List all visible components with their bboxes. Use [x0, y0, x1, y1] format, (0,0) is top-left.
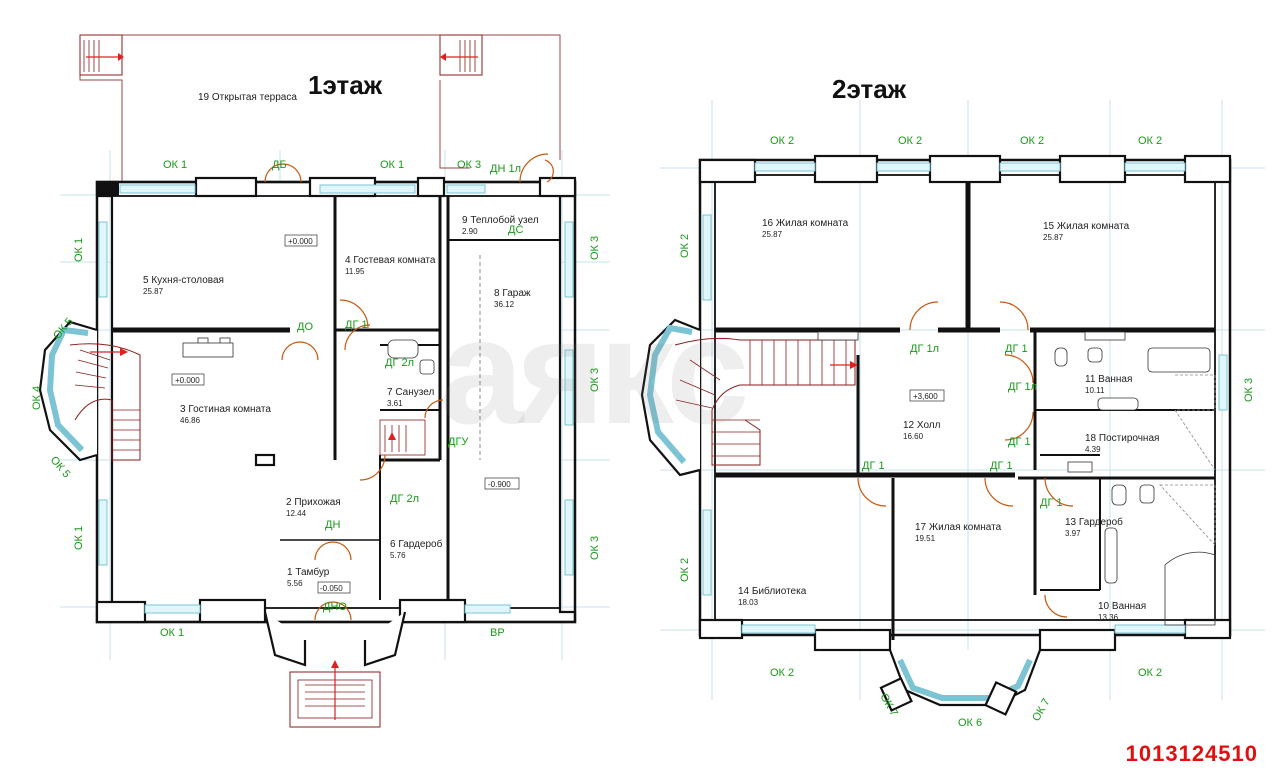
opening-label: ОК 3: [589, 236, 601, 260]
opening-label: ДГ 1л: [1008, 381, 1037, 393]
room-area: 4.39: [1085, 445, 1101, 454]
opening-label: ОК 3: [457, 159, 481, 171]
opening-label: ДН: [325, 519, 340, 531]
opening-label: ОК 2: [1138, 667, 1162, 679]
room-label: 2 Прихожая: [286, 497, 341, 508]
opening-label: ОК 1: [380, 159, 404, 171]
opening-label: ДГ 1: [1008, 436, 1031, 448]
opening-label: ОК 3: [1243, 378, 1255, 402]
room-label: 18 Постирочная: [1085, 433, 1159, 444]
level-mark: +0.000: [288, 237, 313, 246]
floor2-title: 2этаж: [832, 74, 907, 104]
level-mark: +0.000: [175, 376, 200, 385]
floor1-stair: [69, 343, 141, 461]
opening-label: ОК 1: [73, 238, 85, 262]
room-label: 3 Гостиная комната: [180, 404, 271, 415]
floor1-room-labels: 19 Открытая терраса 5 Кухня-столовая 25.…: [143, 92, 539, 588]
level-mark: -0.050: [320, 584, 343, 593]
opening-label: ОК 6: [958, 717, 982, 729]
opening-label: ДГ 1: [990, 460, 1013, 472]
opening-label: ДС: [508, 224, 523, 236]
opening-label: ОК 2: [770, 667, 794, 679]
floor1-title: 1этаж: [308, 70, 383, 100]
room-label: 6 Гардероб: [390, 538, 443, 550]
opening-label: ДН 1л: [490, 163, 521, 175]
level-mark: +3,600: [913, 392, 938, 401]
opening-label: ОК 5: [48, 454, 73, 480]
floor2-room-labels: 16 Жилая комната 25.87 15 Жилая комната …: [738, 218, 1159, 622]
room-area: 36.12: [494, 300, 515, 309]
opening-label: ДНО: [323, 601, 347, 613]
opening-label: ДГ 1: [345, 319, 368, 331]
opening-label: ОК 4: [31, 386, 43, 410]
opening-label: ДГ 1: [1040, 497, 1063, 509]
room-area: 18.03: [738, 598, 759, 607]
room-area: 19.51: [915, 534, 936, 543]
level-mark: -0.900: [488, 480, 511, 489]
room-label: 17 Жилая комната: [915, 522, 1002, 533]
opening-label: ОК 1: [73, 526, 85, 550]
opening-label: ОК 2: [1138, 135, 1162, 147]
room-area: 16.60: [903, 432, 924, 441]
room-label: 5 Кухня-столовая: [143, 275, 224, 286]
room-label: 11 Ванная: [1085, 374, 1132, 385]
opening-label: ДГ 1: [1005, 343, 1028, 355]
floor1-level-marks: +0.000 +0.000 -0.050 -0.900: [171, 234, 520, 594]
opening-label: ОК 2: [770, 135, 794, 147]
room-area: 25.87: [143, 287, 164, 296]
terrace-stair-left: [79, 34, 124, 76]
room-label: 8 Гараж: [494, 288, 531, 299]
opening-label: ДО: [297, 321, 313, 333]
floor1-plan: [38, 34, 577, 728]
room-label: 19 Открытая терраса: [198, 92, 297, 103]
opening-label: ОК 3: [589, 536, 601, 560]
watermark: аякс: [440, 287, 749, 455]
room-area: 5.76: [390, 551, 406, 560]
room-area: 5.56: [287, 579, 303, 588]
opening-label: ДГУ: [448, 436, 469, 448]
opening-label: ДГ 1л: [910, 343, 939, 355]
room-label: 13 Гардероб: [1065, 516, 1123, 528]
room-label: 9 Теплобой узел: [462, 214, 539, 226]
room-area: 25.87: [1043, 233, 1064, 242]
room-label: 4 Гостевая комната: [345, 255, 436, 266]
room-label: 12 Холл: [903, 420, 941, 431]
opening-label: ОК 2: [679, 558, 691, 582]
room-area: 25.87: [762, 230, 783, 239]
room-label: 16 Жилая комната: [762, 218, 849, 229]
opening-label: ОК 2: [679, 234, 691, 258]
room-label: 10 Ванная: [1098, 601, 1146, 612]
opening-label: ОК 3: [589, 368, 601, 392]
room-label: 14 Библиотека: [738, 585, 807, 597]
room-area: 12.44: [286, 509, 307, 518]
opening-label: ВР: [490, 627, 505, 639]
opening-label: ОК 1: [160, 627, 184, 639]
floor2-plan: [640, 154, 1232, 716]
listing-id: 1013124510: [1125, 741, 1258, 766]
opening-label: ОК 1: [163, 159, 187, 171]
opening-label: ОК 7: [1030, 697, 1052, 724]
room-area: 46.86: [180, 416, 201, 425]
room-label: 1 Тамбур: [287, 566, 330, 578]
room-area: 10.11: [1085, 386, 1105, 395]
room-area: 3.61: [387, 399, 403, 408]
opening-label: ДБ: [272, 159, 287, 171]
opening-label: ДГ 2л: [390, 493, 419, 505]
room-area: 3.97: [1065, 529, 1081, 538]
floor2-level-marks: +3,600: [909, 389, 945, 402]
terrace-stair-right: [439, 34, 483, 76]
room-area: 13.36: [1098, 613, 1119, 622]
floor2-stair: [674, 337, 858, 466]
opening-label: ОК 2: [898, 135, 922, 147]
room-area: 11.95: [345, 267, 365, 276]
floor1-small-stair: [379, 419, 426, 456]
opening-label: ДГ 1: [862, 460, 885, 472]
room-label: 7 Санузел: [387, 387, 434, 398]
opening-label: ОК 2: [1020, 135, 1044, 147]
room-area: 2.90: [462, 227, 478, 236]
opening-label: ДГ 2л: [385, 357, 414, 369]
room-label: 15 Жилая комната: [1043, 221, 1130, 232]
